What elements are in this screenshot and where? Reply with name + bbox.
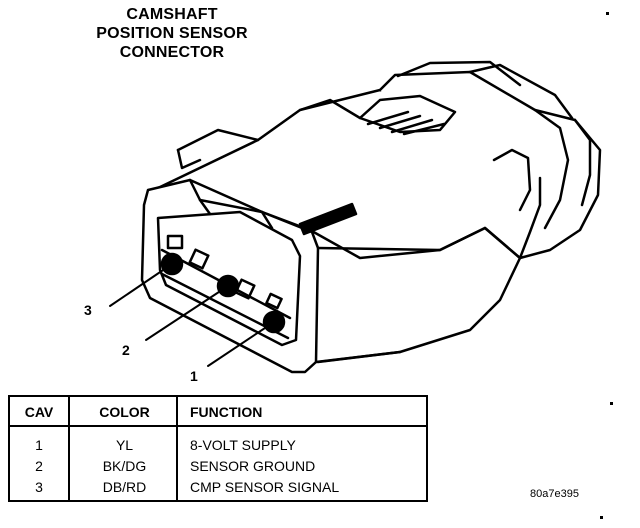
callout-1: 1 xyxy=(190,368,198,384)
scan-speck xyxy=(610,402,613,405)
header-color: COLOR xyxy=(99,404,150,420)
cavity-table: CAV COLOR FUNCTION 1 YL 8-VOLT SUPPLY 2 … xyxy=(8,395,428,502)
row-3-function: CMP SENSOR SIGNAL xyxy=(190,479,340,495)
column-divider xyxy=(68,397,70,500)
row-1-cav: 1 xyxy=(35,437,43,453)
row-1-function: 8-VOLT SUPPLY xyxy=(190,437,296,453)
row-2-cav: 2 xyxy=(35,458,43,474)
column-divider xyxy=(176,397,178,500)
table-header xyxy=(10,397,426,427)
row-3-cav: 3 xyxy=(35,479,43,495)
title-line-2: POSITION SENSOR xyxy=(96,25,248,42)
scan-speck xyxy=(606,12,609,15)
row-2-color: BK/DG xyxy=(102,458,147,474)
connector-illustration xyxy=(109,60,602,374)
row-2-function: SENSOR GROUND xyxy=(190,458,316,474)
scan-speck xyxy=(600,516,603,519)
header-cav: CAV xyxy=(24,404,54,420)
row-1-color: YL xyxy=(115,437,134,453)
callout-3: 3 xyxy=(84,302,92,318)
callout-2: 2 xyxy=(122,342,130,358)
header-function: FUNCTION xyxy=(190,404,263,420)
title-line-3: CONNECTOR xyxy=(119,44,225,61)
row-3-color: DB/RD xyxy=(102,479,147,495)
title-line-1: CAMSHAFT xyxy=(126,6,218,23)
reference-code: 80a7e395 xyxy=(530,488,579,500)
